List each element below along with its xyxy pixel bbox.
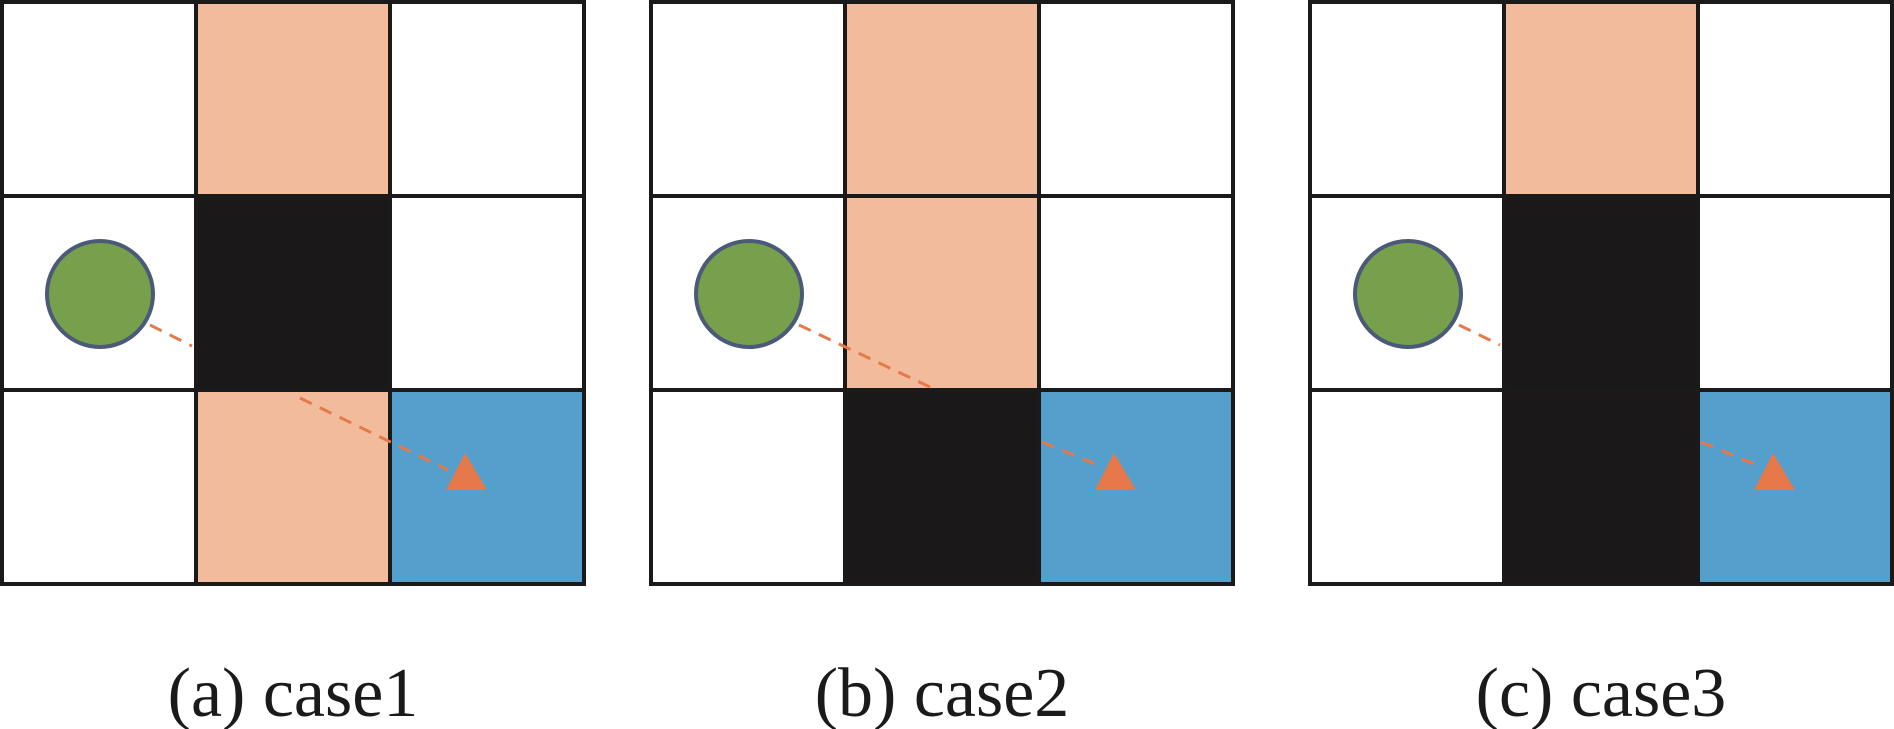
cell-b-1-1 xyxy=(845,196,1039,390)
cell-b-0-2 xyxy=(1039,2,1233,196)
caption-b: (b) case2 xyxy=(815,655,1070,729)
agent-circle-a xyxy=(45,239,155,349)
panel-c-grid-lines xyxy=(1308,0,1894,586)
cell-b-0-0 xyxy=(651,2,845,196)
cell-a-0-0 xyxy=(2,2,196,196)
panel-b-grid-lines xyxy=(649,0,1235,586)
panel-b-path xyxy=(798,323,1101,468)
cell-b-1-2 xyxy=(1039,196,1233,390)
cell-c-0-1 xyxy=(1504,2,1698,196)
panel-a-path xyxy=(149,323,449,472)
panel-a-cells xyxy=(2,2,584,584)
agent-circle-b xyxy=(694,239,804,349)
goal-triangle-b xyxy=(1095,453,1136,490)
panel-c-path xyxy=(1458,323,1760,468)
cell-c-1-1 xyxy=(1504,196,1698,390)
cell-a-2-2 xyxy=(390,390,584,584)
cell-a-0-2 xyxy=(390,2,584,196)
agent-circle-c xyxy=(1353,239,1463,349)
cell-b-2-0 xyxy=(651,390,845,584)
panel-c: (c) case3 xyxy=(1308,0,1894,729)
cell-a-2-1 xyxy=(196,390,390,584)
cell-a-1-1 xyxy=(196,196,390,390)
caption-c: (c) case3 xyxy=(1476,655,1727,729)
cell-b-0-1 xyxy=(845,2,1039,196)
cell-a-1-2 xyxy=(390,196,584,390)
cell-c-0-0 xyxy=(1310,2,1504,196)
cell-c-1-2 xyxy=(1698,196,1892,390)
cell-c-2-0 xyxy=(1310,390,1504,584)
panel-a: (a) case1 xyxy=(0,0,586,729)
panel-b-cells xyxy=(651,2,1233,584)
caption-a: (a) case1 xyxy=(168,655,419,729)
panel-c-cells xyxy=(1310,2,1892,584)
cell-b-2-1 xyxy=(845,390,1039,584)
cell-a-0-1 xyxy=(196,2,390,196)
cell-c-0-2 xyxy=(1698,2,1892,196)
cell-b-2-2 xyxy=(1039,390,1233,584)
goal-triangle-a xyxy=(446,453,487,490)
panel-b: (b) case2 xyxy=(649,0,1235,729)
cell-c-2-1 xyxy=(1504,390,1698,584)
cell-a-2-0 xyxy=(2,390,196,584)
cell-c-2-2 xyxy=(1698,390,1892,584)
panel-a-grid-lines xyxy=(0,0,586,586)
goal-triangle-c xyxy=(1754,453,1795,490)
